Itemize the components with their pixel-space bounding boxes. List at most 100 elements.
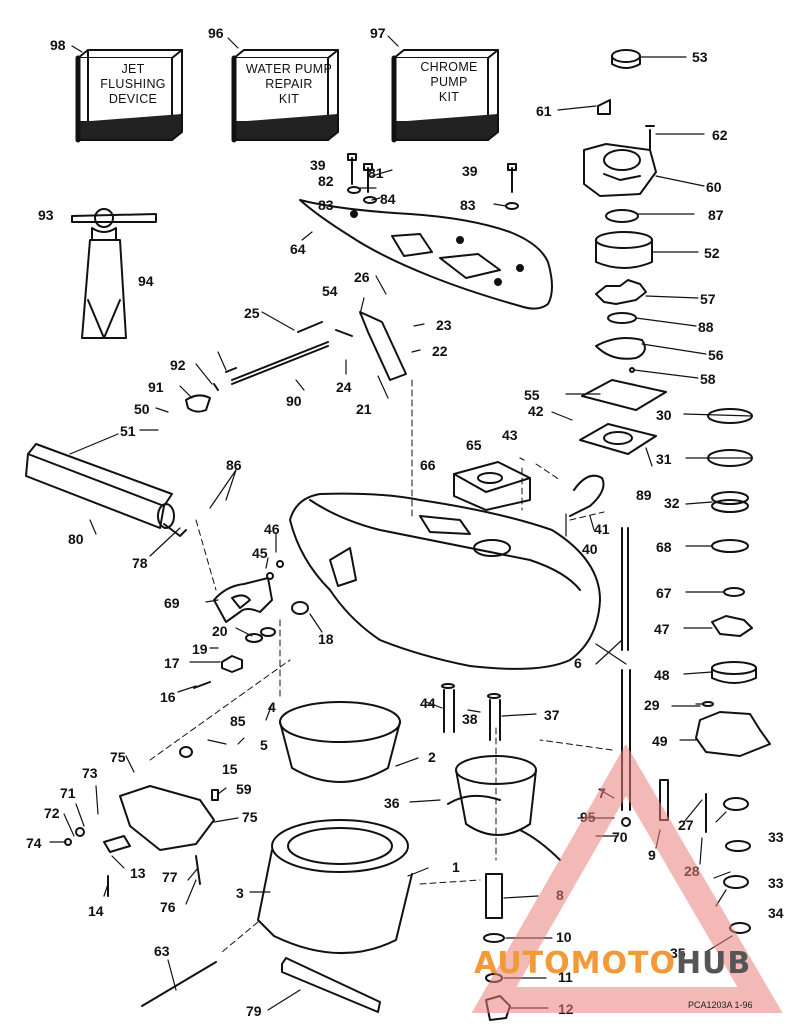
callout-7: 7 bbox=[598, 785, 606, 801]
callout-69: 69 bbox=[164, 595, 180, 611]
callout-44: 44 bbox=[420, 695, 436, 711]
bracket-76 bbox=[64, 746, 219, 897]
callout-83: 83 bbox=[318, 197, 334, 213]
callout-25: 25 bbox=[244, 305, 260, 321]
callout-5: 5 bbox=[260, 737, 268, 753]
callout-6: 6 bbox=[574, 655, 582, 671]
callout-88: 88 bbox=[698, 319, 714, 335]
callout-92: 92 bbox=[170, 357, 186, 373]
callout-8: 8 bbox=[556, 887, 564, 903]
callout-61: 61 bbox=[536, 103, 552, 119]
callout-23: 23 bbox=[436, 317, 452, 333]
bolts-37-44 bbox=[441, 683, 501, 741]
callout-86: 86 bbox=[226, 457, 242, 473]
callout-62: 62 bbox=[712, 127, 728, 143]
callout-28: 28 bbox=[684, 863, 700, 879]
callout-41: 41 bbox=[594, 521, 610, 537]
drive-shaft bbox=[621, 527, 631, 811]
callout-71: 71 bbox=[60, 785, 76, 801]
callout-45: 45 bbox=[252, 545, 268, 561]
callout-13: 13 bbox=[130, 865, 146, 881]
callout-96: 96 bbox=[208, 25, 224, 41]
callout-29: 29 bbox=[644, 697, 660, 713]
callout-79: 79 bbox=[246, 1003, 262, 1019]
callout-91: 91 bbox=[148, 379, 164, 395]
callout-54: 54 bbox=[322, 283, 338, 299]
callout-14: 14 bbox=[88, 903, 104, 919]
callout-50: 50 bbox=[134, 401, 150, 417]
callout-83: 83 bbox=[460, 197, 476, 213]
callout-74: 74 bbox=[26, 835, 42, 851]
callout-87: 87 bbox=[708, 207, 724, 223]
callout-76: 76 bbox=[160, 899, 176, 915]
callout-38: 38 bbox=[462, 711, 478, 727]
callout-66: 66 bbox=[420, 457, 436, 473]
callout-65: 65 bbox=[466, 437, 482, 453]
pump-housing bbox=[583, 49, 657, 197]
callout-80: 80 bbox=[68, 531, 84, 547]
watermark-part-a: AUTOMOTO bbox=[474, 946, 676, 981]
callout-47: 47 bbox=[654, 621, 670, 637]
callout-78: 78 bbox=[132, 555, 148, 571]
intake-housing-1 bbox=[257, 819, 413, 954]
seal-stack bbox=[695, 408, 771, 757]
callout-75: 75 bbox=[242, 809, 258, 825]
bowl-2 bbox=[279, 701, 401, 783]
callout-15: 15 bbox=[222, 761, 238, 777]
seals-lower bbox=[723, 797, 751, 934]
callout-33: 33 bbox=[768, 875, 784, 891]
impeller-36 bbox=[447, 755, 561, 861]
plate-81 bbox=[281, 957, 381, 1013]
callout-57: 57 bbox=[700, 291, 716, 307]
callout-2: 2 bbox=[428, 749, 436, 765]
rod-64 bbox=[141, 961, 217, 1007]
cover-67 bbox=[453, 461, 531, 511]
callout-84: 84 bbox=[380, 191, 396, 207]
callout-9: 9 bbox=[648, 847, 656, 863]
callout-20: 20 bbox=[212, 623, 228, 639]
lever-70 bbox=[213, 577, 273, 623]
callout-18: 18 bbox=[318, 631, 334, 647]
plate-code: PCA1203A 1-96 bbox=[688, 1000, 753, 1010]
callout-81: 81 bbox=[368, 165, 384, 181]
kit-96-box: WATER PUMP REPAIR KIT bbox=[244, 62, 334, 122]
callout-89: 89 bbox=[636, 487, 652, 503]
callout-63: 63 bbox=[154, 943, 170, 959]
callout-26: 26 bbox=[354, 269, 370, 285]
callout-43: 43 bbox=[502, 427, 518, 443]
watermark-logo: AUTOMOTOHUB bbox=[474, 946, 751, 981]
callout-22: 22 bbox=[432, 343, 448, 359]
kit-box-96 bbox=[231, 49, 339, 143]
callout-36: 36 bbox=[384, 795, 400, 811]
callout-70: 70 bbox=[612, 829, 628, 845]
callout-40: 40 bbox=[582, 541, 598, 557]
kit-box-98 bbox=[75, 49, 183, 143]
callout-17: 17 bbox=[164, 655, 180, 671]
callout-32: 32 bbox=[664, 495, 680, 511]
callout-72: 72 bbox=[44, 805, 60, 821]
callout-49: 49 bbox=[652, 733, 668, 749]
callout-75: 75 bbox=[110, 749, 126, 765]
callout-68: 68 bbox=[656, 539, 672, 555]
callout-37: 37 bbox=[544, 707, 560, 723]
callout-90: 90 bbox=[286, 393, 302, 409]
callout-39: 39 bbox=[462, 163, 478, 179]
callout-3: 3 bbox=[236, 885, 244, 901]
callout-56: 56 bbox=[708, 347, 724, 363]
callout-60: 60 bbox=[706, 179, 722, 195]
kit-98-label: JET FLUSHING DEVICE bbox=[100, 62, 166, 106]
hose-41 bbox=[569, 474, 605, 517]
callout-98: 98 bbox=[50, 37, 66, 53]
kit-98-box: JET FLUSHING DEVICE bbox=[88, 62, 178, 122]
callout-58: 58 bbox=[700, 371, 716, 387]
callout-21: 21 bbox=[356, 401, 372, 417]
callout-24: 24 bbox=[336, 379, 352, 395]
callout-77: 77 bbox=[162, 869, 178, 885]
callout-73: 73 bbox=[82, 765, 98, 781]
linkage bbox=[185, 311, 407, 413]
callout-93: 93 bbox=[38, 207, 54, 223]
watermark-part-b: HUB bbox=[675, 946, 752, 981]
callout-46: 46 bbox=[264, 521, 280, 537]
